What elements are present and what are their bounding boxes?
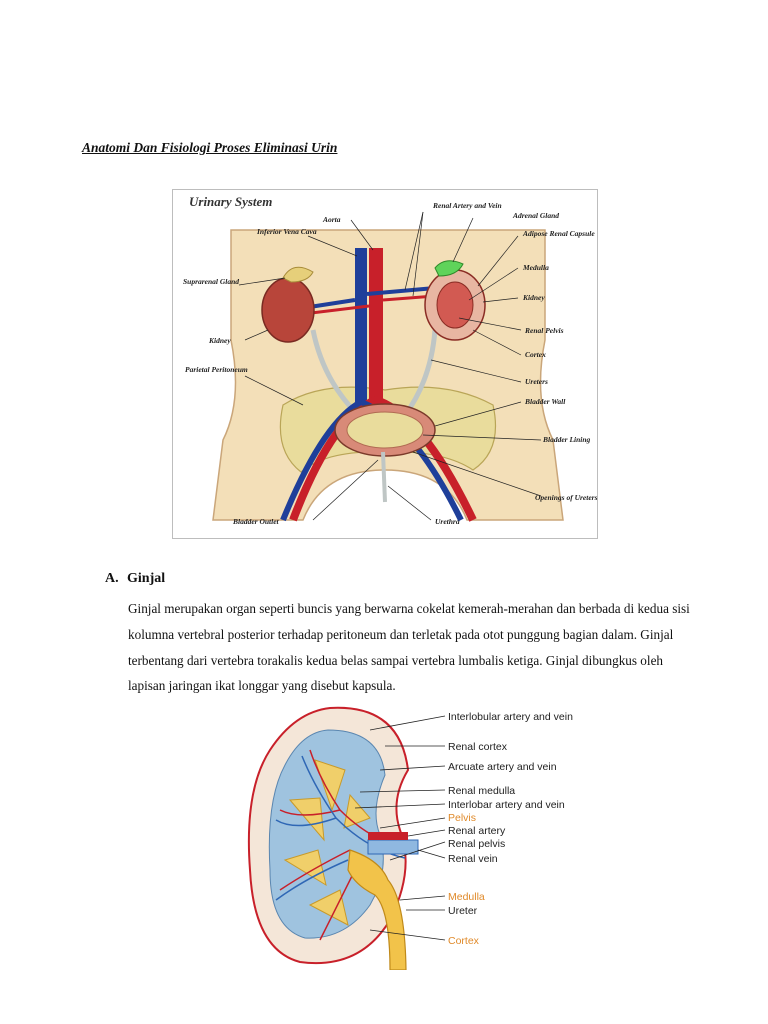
label-suprarenal-gland: Suprarenal Gland — [183, 277, 239, 286]
section-marker: A. — [105, 571, 119, 586]
label-renal-pelvis: Renal pelvis — [448, 838, 505, 850]
label-interlobular: Interlobular artery and vein — [448, 711, 573, 723]
label-kidney-left: Kidney — [522, 293, 545, 302]
urethra-tube — [381, 451, 387, 503]
kidney-leader-lines — [354, 715, 446, 941]
suprarenal-gland — [282, 266, 314, 283]
label-interlobar: Interlobar artery and vein — [448, 799, 565, 811]
kidney-section-illustration: Interlobular artery and vein Renal corte… — [247, 706, 573, 970]
renal-vein-left — [366, 286, 436, 296]
label-cortex: Cortex — [525, 350, 546, 359]
section-heading-text: Ginjal — [127, 571, 166, 586]
vena-cava-vessel — [355, 248, 367, 408]
leader-lines — [238, 211, 542, 521]
pelvis-ureter — [347, 849, 407, 970]
label-inferior-vena-cava: Inferior Vena Cava — [256, 227, 317, 236]
kidney-right — [261, 277, 315, 343]
label-renal-artery: Renal artery — [448, 825, 506, 837]
section-paragraph: Ginjal merupakan organ seperti buncis ya… — [128, 601, 690, 694]
label-bladder-outlet: Bladder Outlet — [232, 517, 280, 526]
adrenal-gland — [434, 260, 464, 277]
aorta-vessel — [369, 248, 383, 408]
section-heading: A. Ginjal — [105, 571, 165, 587]
label-renal-artery-vein: Renal Artery and Vein — [432, 201, 502, 210]
label-pelvis: Pelvis — [448, 812, 476, 824]
label-adrenal-gland: Adrenal Gland — [512, 211, 559, 220]
label-bladder-lining: Bladder Lining — [542, 435, 591, 444]
urinary-system-figure: Urinary System Aorta Renal Artery and Ve… — [172, 189, 598, 539]
label-renal-vein: Renal vein — [448, 853, 498, 865]
page-title: Anatomi Dan Fisiologi Proses Eliminasi U… — [82, 140, 338, 155]
label-urethra: Urethra — [435, 517, 460, 526]
renal-artery-stub — [368, 832, 408, 840]
label-renal-cortex: Renal cortex — [448, 741, 508, 753]
renal-vein-stub — [367, 839, 419, 855]
label-adipose-renal-capsule: Adipose Renal Capsule — [522, 229, 595, 238]
label-medulla: Medulla — [448, 891, 485, 903]
label-bladder-wall: Bladder Wall — [524, 397, 566, 406]
figure-title: Urinary System — [189, 194, 272, 209]
label-parietal-peritoneum: Parietal Peritoneum — [185, 365, 248, 374]
torso-shape — [212, 229, 564, 521]
iliac-vein-right — [280, 399, 363, 522]
kidney-medulla — [436, 281, 474, 329]
label-openings-of-ureters: Openings of Ureters — [535, 493, 597, 502]
label-cortex: Cortex — [448, 935, 480, 947]
label-arcuate: Arcuate artery and vein — [448, 761, 557, 773]
label-renal-medulla: Renal medulla — [448, 785, 515, 797]
bladder-lining — [346, 411, 424, 449]
kidney-section-figure: Interlobular artery and vein Renal corte… — [240, 700, 610, 970]
label-medulla: Medulla — [522, 263, 549, 272]
label-ureters: Ureters — [525, 377, 548, 386]
label-kidney-right: Kidney — [208, 336, 231, 345]
urinary-system-illustration: Urinary System Aorta Renal Artery and Ve… — [183, 194, 597, 526]
label-renal-pelvis: Renal Pelvis — [524, 326, 564, 335]
label-ureter: Ureter — [448, 905, 478, 917]
label-aorta: Aorta — [322, 215, 341, 224]
